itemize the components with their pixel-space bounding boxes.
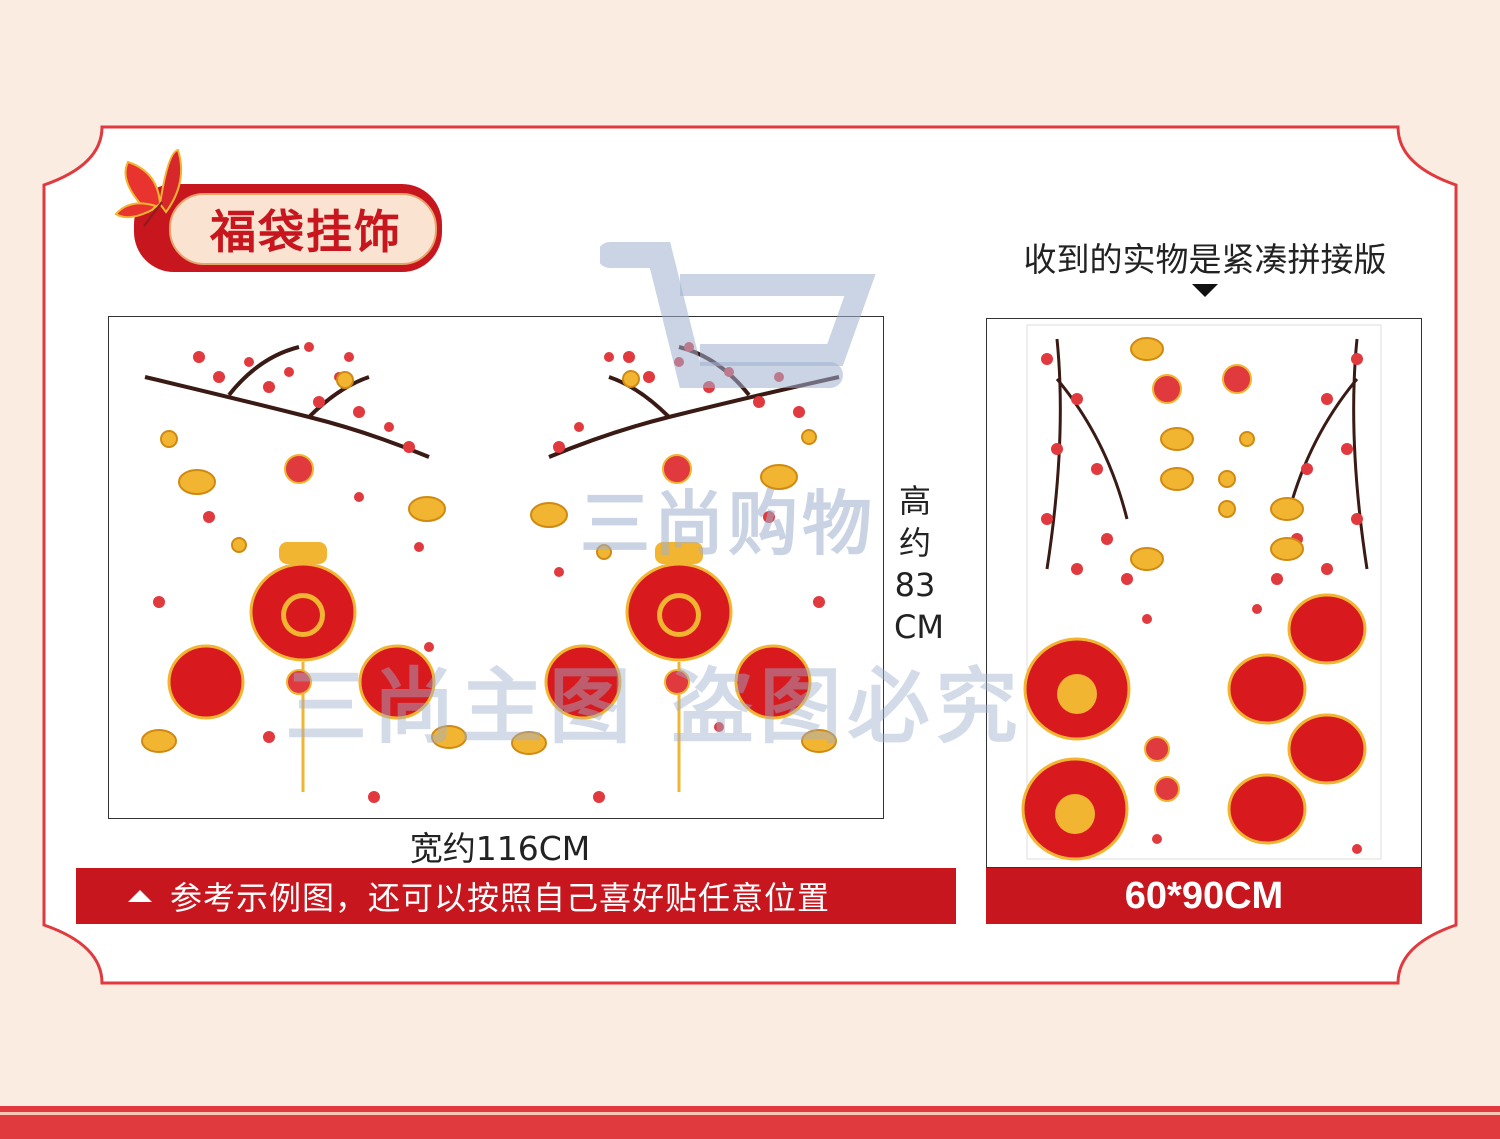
width-label: 宽约116CM: [409, 829, 591, 868]
compact-sheet-image: [986, 318, 1422, 868]
example-layout-image: [108, 316, 884, 819]
up-triangle-icon: [128, 890, 152, 902]
title-badge: [108, 142, 448, 278]
compact-fu-emblems: [1055, 674, 1097, 834]
section-title: 福袋挂饰: [210, 205, 402, 259]
height-label: 高 约 83 CM: [894, 480, 944, 648]
down-arrow-icon: [1192, 284, 1218, 297]
reference-note-text: 参考示例图，还可以按照自己喜好贴任意位置: [170, 879, 831, 917]
cart-logo-icon: [597, 225, 880, 429]
bottom-decoration-band: [0, 1106, 1500, 1139]
height-char-2: 约: [898, 524, 931, 562]
gold-ingots: [141, 370, 837, 755]
height-char-4: CM: [894, 608, 944, 646]
chinese-knots: [284, 454, 692, 695]
watermark-shop-name: 三尚购物: [580, 483, 876, 565]
fortune-bag-large-left: [249, 542, 357, 792]
height-char-3: 83: [894, 566, 936, 604]
plum-branch-left: [144, 345, 430, 459]
size-bar: 60*90CM: [986, 868, 1422, 924]
butterfly-icon: [114, 148, 183, 227]
reference-note-bar: 参考示例图，还可以按照自己喜好贴任意位置: [76, 868, 956, 924]
fortune-bags-small: [167, 644, 812, 720]
compact-ingots: [1130, 337, 1304, 571]
height-char-1: 高: [898, 482, 931, 520]
compact-knots: [1144, 364, 1252, 802]
fortune-bag-large-right: [625, 542, 733, 792]
watermark-copyright: 三尚主图 盗图必究: [285, 660, 1024, 755]
compact-version-note: 收到的实物是紧凑拼接版: [1023, 240, 1387, 279]
